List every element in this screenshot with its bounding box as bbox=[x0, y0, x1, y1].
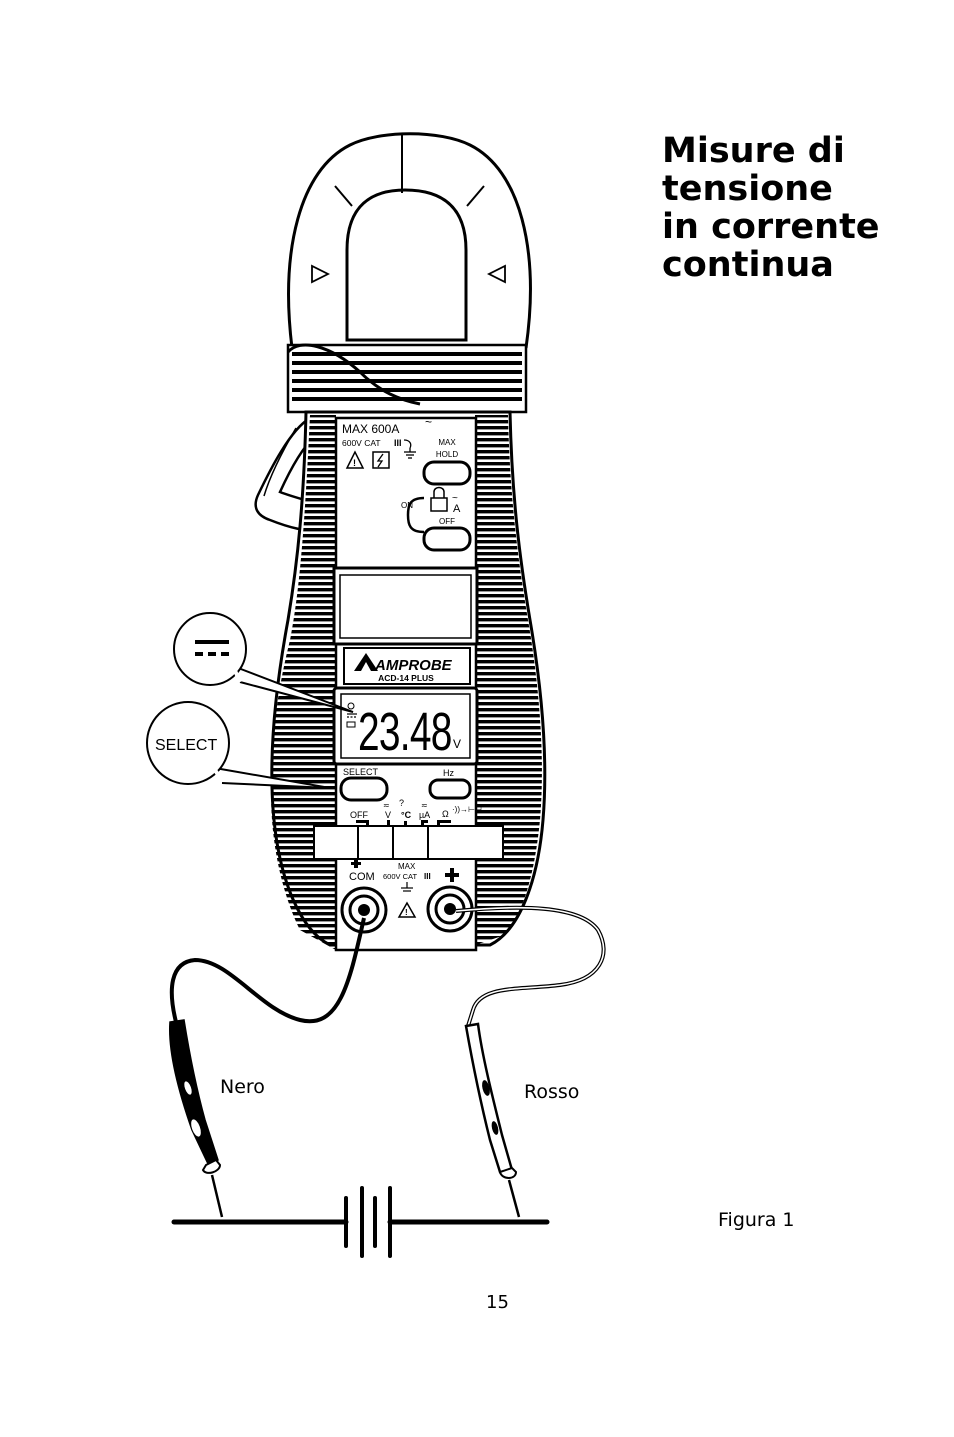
hold-label: HOLD bbox=[436, 450, 458, 459]
dial-continuity-diode-cap-icon: ·))→⊢⊣ bbox=[452, 805, 482, 814]
off-label: OFF bbox=[439, 517, 455, 526]
page-title: Misure di tensione in corrente continua bbox=[662, 132, 942, 284]
battery-icon bbox=[346, 721, 356, 728]
dial-ohm-label: Ω bbox=[442, 809, 449, 819]
dc-symbol-icon bbox=[195, 640, 229, 644]
clamp-jaw bbox=[287, 132, 532, 349]
amps-label: A bbox=[453, 503, 461, 515]
dial-celsius-label: °C bbox=[401, 810, 412, 820]
lightning-icon bbox=[372, 451, 390, 469]
hz-button[interactable] bbox=[428, 778, 472, 800]
dial-v-label: V bbox=[385, 810, 391, 820]
max-hold-area: MAX HOLD ON A ~ OFF bbox=[401, 438, 472, 552]
jaw-arrow-left-icon bbox=[311, 264, 331, 284]
dial-microamp-label: µA bbox=[419, 810, 430, 820]
red-lead-label: Rosso bbox=[524, 1081, 580, 1103]
dial-acdc-icon: ≂ bbox=[383, 801, 390, 810]
svg-text:!: ! bbox=[353, 458, 356, 468]
dc-source-battery-symbol bbox=[171, 1186, 550, 1258]
meter-top-labels: MAX 600A ~ 600V CAT III ! bbox=[342, 415, 432, 469]
warning-triangle-icon: ! bbox=[345, 450, 365, 469]
select-button[interactable] bbox=[339, 776, 389, 802]
com-minus-icon bbox=[354, 859, 358, 868]
jack-cat-three-icon: III bbox=[424, 872, 431, 881]
upper-window bbox=[339, 574, 472, 639]
category-label: 600V CAT bbox=[342, 438, 381, 448]
function-buttons: SELECT Hz bbox=[339, 767, 472, 802]
brand-name: AMPROBE bbox=[374, 657, 453, 674]
on-label: ON bbox=[401, 501, 413, 510]
ac-tilde-icon: ~ bbox=[425, 415, 432, 429]
red-test-lead bbox=[455, 905, 606, 1218]
auto-indicator-icon bbox=[347, 702, 355, 710]
rotary-switch[interactable] bbox=[313, 825, 504, 860]
jack-warning-icon: ! bbox=[397, 901, 417, 918]
dc-symbol-callout bbox=[173, 612, 354, 713]
max-label: MAX bbox=[438, 438, 456, 447]
cat-three-icon: III bbox=[394, 438, 402, 448]
jaw-arrow-right-icon bbox=[486, 264, 506, 284]
jaw-neck bbox=[286, 343, 528, 414]
model-name: ACD-14 PLUS bbox=[378, 673, 434, 683]
black-test-lead bbox=[168, 917, 366, 1218]
select-callout: SELECT bbox=[146, 701, 331, 789]
com-label: COM bbox=[349, 871, 375, 883]
jack-max-label: MAX bbox=[398, 862, 416, 871]
jack-ground-icon bbox=[401, 882, 413, 892]
max-rating-label: MAX 600A bbox=[342, 422, 399, 436]
display-unit: V bbox=[453, 737, 461, 751]
title-line-4: continua bbox=[662, 245, 834, 285]
dial-off-label: OFF bbox=[350, 810, 368, 820]
select-label: SELECT bbox=[343, 767, 379, 777]
ac-tilde-small-icon: ~ bbox=[452, 493, 458, 504]
page-number: 15 bbox=[486, 1292, 509, 1313]
input-jacks: COM MAX 600V CAT III ! bbox=[340, 859, 474, 934]
lock-icon bbox=[430, 486, 448, 512]
jack-category-label: 600V CAT bbox=[383, 872, 417, 881]
rotary-dial-labels: OFF ≂ V ? °C ≂ µA Ω ·))→⊢⊣ bbox=[350, 798, 482, 826]
title-line-2: tensione bbox=[662, 169, 833, 209]
display-reading: 23.48 bbox=[358, 701, 452, 762]
title-line-1: Misure di bbox=[662, 131, 845, 171]
title-line-3: in corrente bbox=[662, 207, 880, 247]
off-button[interactable] bbox=[422, 526, 472, 552]
ground-icon bbox=[403, 439, 416, 459]
brand-plate: AMPROBE ACD-14 PLUS bbox=[343, 647, 471, 685]
black-lead-label: Nero bbox=[220, 1076, 265, 1098]
select-callout-label: SELECT bbox=[155, 737, 217, 754]
figure-caption: Figura 1 bbox=[718, 1209, 795, 1231]
svg-text:!: ! bbox=[405, 908, 408, 917]
max-hold-button[interactable] bbox=[422, 460, 472, 486]
hz-label: Hz bbox=[443, 768, 454, 778]
lcd-display: 23.48 V bbox=[332, 686, 479, 766]
dial-question-label: ? bbox=[399, 798, 404, 808]
dial-acdc-ua-icon: ≂ bbox=[421, 801, 428, 810]
